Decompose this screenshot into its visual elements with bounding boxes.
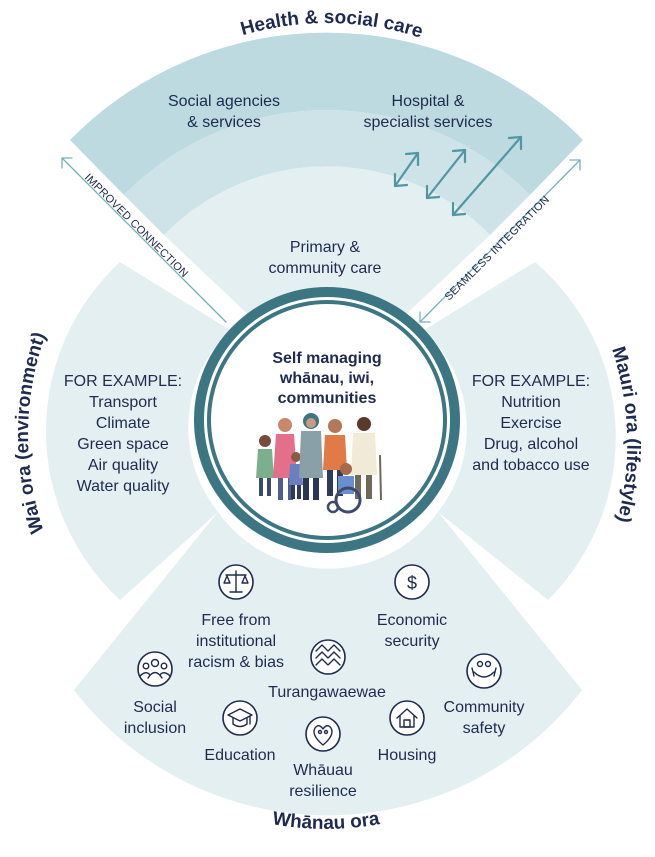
double-arrow-2 (425, 148, 467, 200)
turangawaewae-label: Turangawaewae (268, 684, 386, 701)
scales-icon (218, 564, 254, 600)
free-from-racism-line-1: Free from (201, 612, 270, 629)
house-icon (389, 700, 425, 736)
heart-people-icon (305, 716, 341, 752)
community-safety-line-1: Community (444, 699, 525, 716)
people-group-icon (137, 651, 173, 687)
left-item-2: Climate (96, 415, 150, 432)
double-arrow-1 (393, 151, 420, 188)
left-item-3: Green space (77, 436, 169, 453)
free-from-racism-line-2: institutional (196, 633, 276, 650)
left-item-5: Water quality (77, 478, 170, 495)
dollar-icon: $ (394, 564, 430, 600)
economic-security-line-2: security (384, 633, 439, 650)
hospital-line-1: Hospital & (392, 93, 465, 110)
housing-label: Housing (378, 747, 437, 764)
center-title-line-1: Self managing (272, 350, 381, 367)
center-title-line-3: communities (278, 390, 377, 407)
economic-security-line-1: Economic (377, 612, 447, 629)
left-item-0: FOR EXAMPLE: (64, 373, 182, 390)
hospital-line-2: specialist services (364, 114, 493, 131)
top-band-inner (164, 166, 490, 320)
whanau-resilience-line-1: Whāuau (293, 762, 353, 779)
primary-care-line-1: Primary & (290, 239, 361, 256)
left-item-4: Air quality (88, 457, 158, 474)
free-from-racism-line-3: racism & bias (188, 654, 284, 671)
right-item-4: and tobacco use (472, 457, 590, 474)
whanau-resilience-line-2: resilience (289, 783, 357, 800)
education-label: Education (204, 747, 275, 764)
social-inclusion-line-2: inclusion (124, 720, 186, 737)
svg-text:$: $ (407, 573, 417, 593)
top-band-outer (70, 32, 583, 195)
people-illustration (256, 413, 382, 514)
social-agencies-line-1: Social agencies (168, 93, 280, 110)
center-title-line-2: whānau, iwi, (279, 370, 374, 387)
right-item-3: Drug, alcohol (484, 436, 578, 453)
graduation-cap-icon (222, 700, 258, 736)
right-item-0: FOR EXAMPLE: (472, 373, 590, 390)
hands-people-icon (466, 653, 502, 689)
left-sector (46, 262, 231, 600)
community-safety-line-2: safety (463, 720, 506, 737)
top-sector (70, 32, 583, 320)
right-item-1: Nutrition (501, 394, 561, 411)
center-disc (211, 304, 443, 536)
social-agencies-line-2: & services (187, 114, 261, 131)
social-inclusion-line-1: Social (133, 699, 177, 716)
pattern-icon (310, 639, 346, 675)
top-band-middle (124, 110, 530, 235)
double-arrow-3 (451, 135, 523, 217)
left-heading: Wai ora (environment) (12, 329, 50, 535)
right-sector (424, 262, 616, 600)
primary-care-line-2: community care (269, 260, 382, 277)
right-item-2: Exercise (500, 415, 561, 432)
left-item-1: Transport (89, 394, 157, 411)
